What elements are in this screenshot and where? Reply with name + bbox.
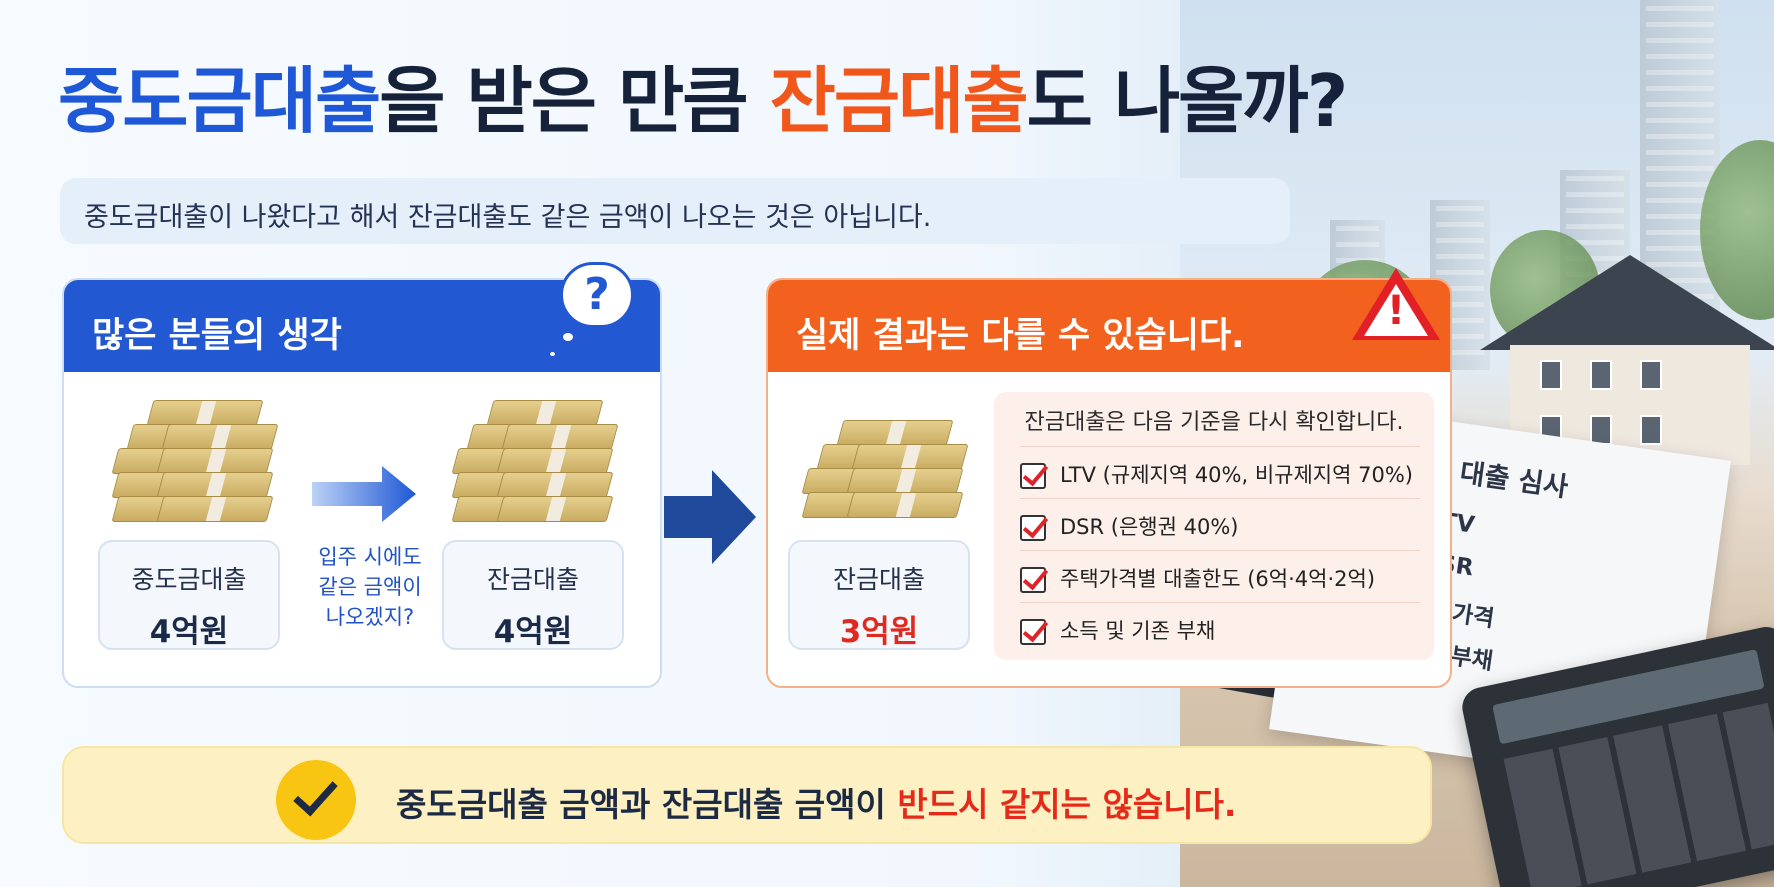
check-circle-icon <box>276 760 356 840</box>
expected-balance-loan-box: 잔금대출 4억원 <box>442 540 624 650</box>
headline-middle: 을 받은 만큼 <box>379 59 770 143</box>
criteria-item: 소득 및 기존 부채 <box>1020 602 1420 652</box>
criteria-title: 잔금대출은 다음 기준을 다시 확인합니다. <box>1024 410 1404 435</box>
headline-balance-loan: 잔금대출 <box>769 59 1029 143</box>
expected-balance-loan-label: 잔금대출 <box>486 565 579 594</box>
house-illustration <box>1480 255 1774 465</box>
headline: 중도금대출을 받은 만큼 잔금대출도 나올까? <box>58 42 1349 147</box>
headline-end: 도 나올까? <box>1026 59 1349 143</box>
background-photo-scene: 대출 심사 ✔LTV ✔DSR ✔주택가격 ✔소득·부채 <box>1180 0 1774 887</box>
actual-result-header: 실제 결과는 다를 수 있습니다. <box>768 280 1450 372</box>
money-stack-icon <box>450 400 620 530</box>
subtitle-banner: 중도금대출이 나왔다고 해서 잔금대출도 같은 금액이 나오는 것은 아닙니다. <box>60 178 1290 244</box>
actual-balance-loan-box: 잔금대출 3억원 <box>788 540 970 650</box>
actual-balance-loan-label: 잔금대출 <box>832 565 925 594</box>
warning-exclamation: ! <box>1386 288 1406 334</box>
expected-balance-loan-value: 4억원 <box>493 614 573 650</box>
checkbox-checked-icon <box>1020 619 1046 645</box>
midterm-loan-value: 4억원 <box>149 614 229 650</box>
actual-balance-loan-value: 3억원 <box>839 614 919 650</box>
question-bubble-icon: ? <box>560 262 634 328</box>
checkbox-checked-icon <box>1020 515 1046 541</box>
bubble-dot <box>548 350 557 358</box>
conclusion-text: 중도금대출 금액과 잔금대출 금액이 반드시 같지는 않습니다. <box>396 785 1237 824</box>
checkbox-checked-icon <box>1020 567 1046 593</box>
criteria-item: DSR (은행권 40%) <box>1020 498 1420 548</box>
midterm-loan-box: 중도금대출 4억원 <box>98 540 280 650</box>
big-arrow-right-icon <box>664 470 756 564</box>
arrow-right-icon <box>312 466 416 522</box>
belief-thought-text: 입주 시에도 같은 금액이 나오겠지? <box>318 545 422 629</box>
money-stack-icon <box>110 400 280 530</box>
bubble-dot <box>560 330 576 344</box>
money-stack-icon <box>800 420 970 530</box>
conclusion-emphasis: 반드시 같지는 않습니다. <box>897 785 1237 824</box>
criteria-box <box>994 392 1434 660</box>
criteria-item: LTV (규제지역 40%, 비규제지역 70%) <box>1020 446 1420 496</box>
headline-midterm-loan: 중도금대출 <box>58 59 381 143</box>
midterm-loan-label: 중도금대출 <box>131 565 247 594</box>
criteria-item: 주택가격별 대출한도 (6억·4억·2억) <box>1020 550 1420 600</box>
checkbox-checked-icon <box>1020 463 1046 489</box>
